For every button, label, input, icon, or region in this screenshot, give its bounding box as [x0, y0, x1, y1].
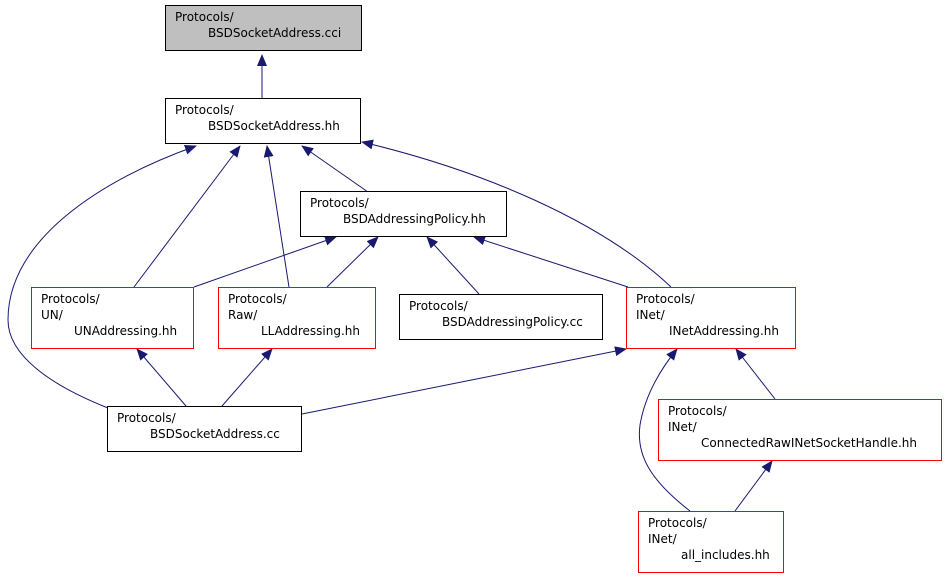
edge-policy-to-hh — [301, 145, 369, 193]
node-bsdsocketaddress-hh[interactable]: Protocols/ BSDSocketAddress.hh — [165, 98, 361, 144]
node-line: Protocols/ — [636, 292, 695, 306]
edge-un-to-hh — [133, 145, 241, 288]
edge-policycc-to-policy — [426, 236, 480, 295]
node-line: UN/ — [41, 308, 63, 322]
node-line: Protocols/ — [409, 299, 468, 313]
node-all-includes-hh[interactable]: Protocols/ INet/ all_includes.hh — [638, 511, 784, 573]
edge-cc-to-hh — [7, 144, 197, 409]
edge-cc-to-raw — [221, 348, 273, 407]
node-line: UNAddressing.hh — [74, 324, 178, 338]
node-line: INet/ — [636, 308, 665, 322]
edge-un-to-policy — [193, 235, 337, 288]
edge-cc-to-inet — [301, 346, 627, 415]
node-bsdsocketaddress-cci[interactable]: Protocols/ BSDSocketAddress.cci — [165, 5, 362, 51]
node-line: LLAddressing.hh — [261, 324, 361, 338]
node-line: all_includes.hh — [681, 548, 770, 562]
node-connectedrawinetsockethandle-hh[interactable]: Protocols/ INet/ ConnectedRawINetSocketH… — [658, 399, 942, 461]
node-bsdsocketaddress-cc[interactable]: Protocols/ BSDSocketAddress.cc — [107, 406, 302, 452]
node-bsdaddressingpolicy-cc[interactable]: Protocols/ BSDAddressingPolicy.cc — [399, 294, 603, 340]
node-line: Protocols/ — [668, 404, 727, 418]
node-line: Protocols/ — [117, 411, 176, 425]
edge-inet-to-hh — [361, 139, 672, 288]
node-line: BSDAddressingPolicy.cc — [442, 315, 583, 329]
node-line: BSDSocketAddress.cci — [208, 26, 342, 40]
edge-raw-to-policy — [326, 236, 379, 288]
node-line: BSDSocketAddress.hh — [208, 119, 340, 133]
node-line: INet/ — [668, 420, 697, 434]
node-line: Protocols/ — [310, 196, 369, 210]
node-line: ConnectedRawINetSocketHandle.hh — [701, 436, 917, 450]
edge-cc-to-un — [136, 348, 187, 407]
node-line: Protocols/ — [648, 516, 707, 530]
node-unaddressing-hh[interactable]: Protocols/ UN/ UNAddressing.hh — [31, 287, 194, 349]
node-line: INet/ — [648, 532, 677, 546]
node-line: Protocols/ — [41, 292, 100, 306]
node-line: BSDAddressingPolicy.hh — [343, 212, 486, 226]
node-line: Protocols/ — [175, 10, 234, 24]
node-lladdressing-hh[interactable]: Protocols/ Raw/ LLAddressing.hh — [218, 287, 376, 349]
node-line: Protocols/ — [228, 292, 287, 306]
node-bsdaddressingpolicy-hh[interactable]: Protocols/ BSDAddressingPolicy.hh — [300, 191, 507, 237]
node-line: BSDSocketAddress.cc — [150, 427, 280, 441]
edge-allinc-to-crinsh — [734, 460, 773, 512]
node-line: INetAddressing.hh — [669, 324, 779, 338]
edge-allinc-to-inet — [638, 348, 691, 512]
edge-crinsh-to-inet — [735, 348, 776, 400]
edge-inet-to-policy — [473, 235, 629, 288]
edge-raw-to-hh — [263, 145, 290, 288]
node-inetaddressing-hh[interactable]: Protocols/ INet/ INetAddressing.hh — [626, 287, 796, 349]
node-line: Protocols/ — [175, 103, 234, 117]
node-line: Raw/ — [228, 308, 258, 322]
